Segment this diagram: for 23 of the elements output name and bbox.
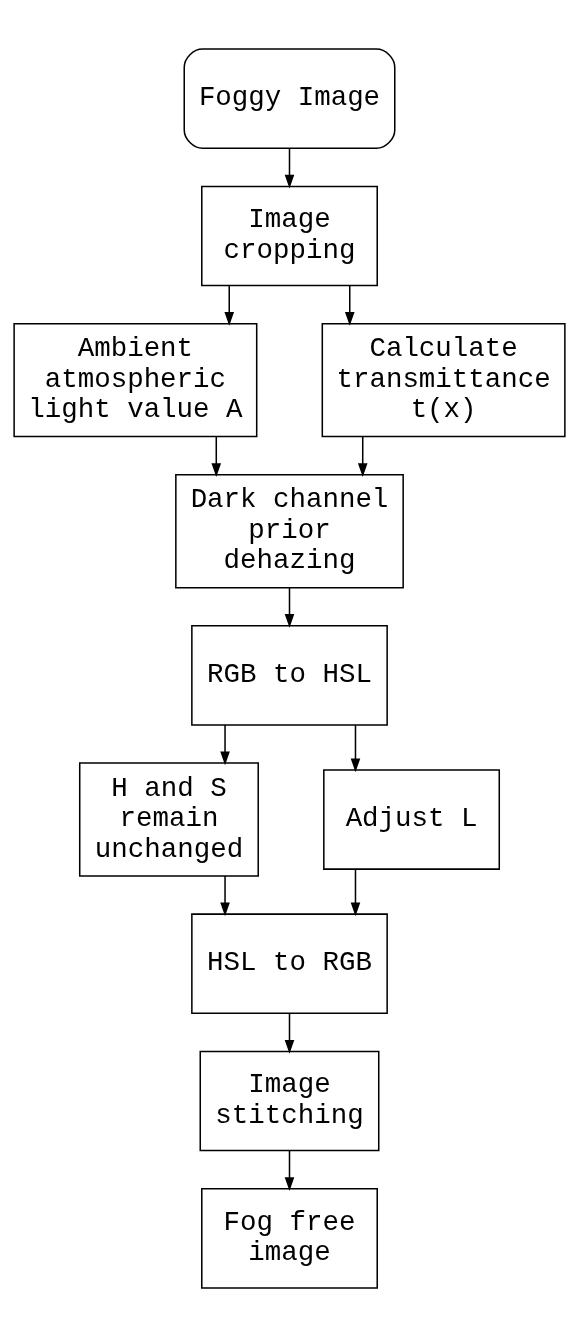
arrow bbox=[220, 723, 230, 765]
arrow bbox=[284, 147, 295, 189]
node-box: HSL to RGB bbox=[191, 912, 388, 1014]
arrow bbox=[211, 435, 222, 477]
node-box: H and S remain unchanged bbox=[78, 761, 259, 877]
node-box: Image stitching bbox=[199, 1050, 380, 1151]
node-box: Fog free image bbox=[201, 1187, 378, 1289]
arrow bbox=[350, 867, 361, 916]
node-box: Dark channel prior dehazing bbox=[175, 473, 404, 588]
node-box: Image cropping bbox=[201, 185, 378, 286]
arrow bbox=[284, 1149, 295, 1191]
node-box: Ambient atmospheric light value A bbox=[13, 322, 258, 437]
arrow bbox=[224, 284, 235, 326]
node-box: Calculate transmittance t(x) bbox=[321, 322, 566, 437]
arrow bbox=[284, 1012, 295, 1054]
node-box: Adjust L bbox=[323, 768, 501, 870]
arrow bbox=[350, 723, 361, 772]
arrow bbox=[220, 874, 230, 916]
arrow bbox=[344, 284, 355, 326]
arrow bbox=[284, 586, 295, 628]
node-box: RGB to HSL bbox=[191, 624, 388, 726]
arrow bbox=[357, 435, 368, 477]
node-box: Foggy Image bbox=[183, 47, 396, 149]
